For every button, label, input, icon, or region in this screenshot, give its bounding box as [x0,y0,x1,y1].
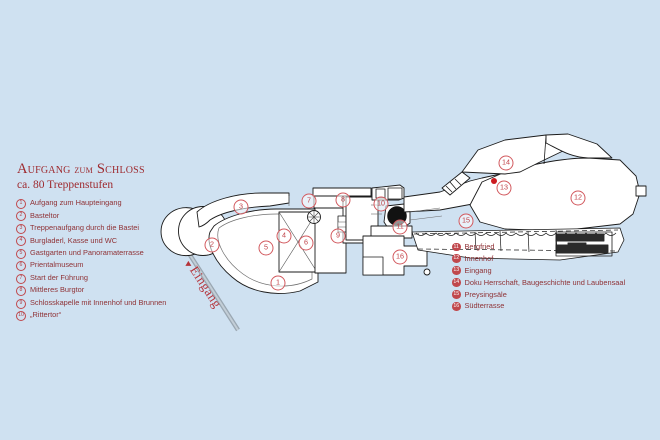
legend-label-4: Burgladerl, Kasse und WC [30,235,118,245]
map-marker-15[interactable]: 15 [458,213,474,229]
legend-label-5: Gastgarten und Panoramaterrasse [30,248,144,257]
legend-number-7: 7 [16,273,26,284]
map-marker-6[interactable]: 6 [298,235,314,251]
legend-number-10: 10 [16,311,26,322]
map-marker-14[interactable]: 14 [498,155,514,171]
legend-number-2: 2 [16,211,26,222]
stairway-path [188,253,240,332]
entrance-dot-icon [491,178,497,184]
legend-item-6[interactable]: 6 Prientalmuseum [16,260,206,272]
legend-label-12: Innenhof [464,253,494,263]
map-marker-11[interactable]: 11 [392,219,408,235]
legend-item-4[interactable]: 4 Burgladerl, Kasse und WC [16,236,206,247]
legend-item-8[interactable]: 8 Mittleres Burgtor [16,285,206,297]
map-marker-16[interactable]: 16 [392,249,408,265]
legend-item-7[interactable]: 7 Start der Führung [16,273,206,284]
legend-number-4: 4 [16,236,26,247]
legend-label-1: Aufgang zum Haupteingang [30,198,122,208]
legend-number-5: 5 [16,248,26,259]
legend-label-14: Doku Herrschaft, Baugeschichte und Laube… [464,277,626,287]
legend-title-main: Aufgang [17,161,71,177]
legend-label-15: Preysingsäle [464,289,507,299]
legend-title: Aufgang zum Schloss ca. 80 Treppenstufen [17,161,206,191]
legend-number-12: 12 [452,254,461,263]
legend-number-16: 16 [452,302,461,311]
interior-detail-lines [288,196,443,221]
map-marker-8[interactable]: 8 [335,192,351,208]
map-marker-10[interactable]: 10 [373,196,389,212]
castle-outline [160,133,647,294]
legend-number-15: 15 [452,290,461,299]
legend-number-9: 9 [16,298,26,309]
legend-number-14: 14 [452,278,461,287]
legend-label-3: Treppenaufgang durch die Bastei [30,223,140,233]
legend-left: Aufgang zum Schloss ca. 80 Treppenstufen… [16,161,206,323]
map-marker-13[interactable]: 13 [496,180,512,196]
legend-label-16: Südterrasse [464,301,505,311]
legend-number-3: 3 [16,223,26,234]
map-marker-2[interactable]: 2 [204,237,220,253]
legend-number-11: 11 [452,242,461,252]
legend-number-1: 1 [16,198,26,209]
legend-number-6: 6 [16,261,26,272]
map-marker-3[interactable]: 3 [233,199,249,215]
map-marker-12[interactable]: 12 [570,190,586,206]
legend-title-zum: zum [74,164,94,176]
legend-label-11: Bergfried [464,242,495,251]
legend-item-10[interactable]: 10 „Rittertor“ [16,310,206,322]
legend-item-3[interactable]: 3 Treppenaufgang durch die Bastei [16,223,206,234]
map-marker-5[interactable]: 5 [258,240,274,256]
map-marker-1[interactable]: 1 [270,275,286,291]
legend-item-1[interactable]: 1 Aufgang zum Haupteingang [16,198,206,209]
legend-label-13: Eingang [464,265,492,275]
map-marker-7[interactable]: 7 [301,193,317,209]
legend-number-13: 13 [452,266,461,275]
legend-title-main2: Schloss [96,161,145,177]
map-marker-9[interactable]: 9 [330,228,346,244]
map-marker-4[interactable]: 4 [276,228,292,244]
legend-label-7: Start der Führung [30,272,88,282]
legend-item-5[interactable]: 5 Gastgarten und Panoramaterrasse [16,248,206,259]
legend-item-2[interactable]: 2 Basteltor [16,211,206,222]
legend-label-6: Prientalmuseum [30,260,84,270]
legend-label-2: Basteltor [30,210,60,220]
legend-number-8: 8 [16,286,26,297]
legend-label-8: Mittleres Burgtor [30,285,85,295]
legend-subtitle: ca. 80 Treppenstufen [17,178,114,191]
legend-label-9: Schlosskapelle mit Innenhof und Brunnen [30,297,167,307]
legend-left-list: 1 Aufgang zum Haupteingang 2 Basteltor 3 Tr… [16,198,206,322]
legend-label-10: „Rittertor“ [30,310,62,320]
legend-item-9[interactable]: 9 Schlosskapelle mit Innenhof und Brunnen [16,298,206,309]
